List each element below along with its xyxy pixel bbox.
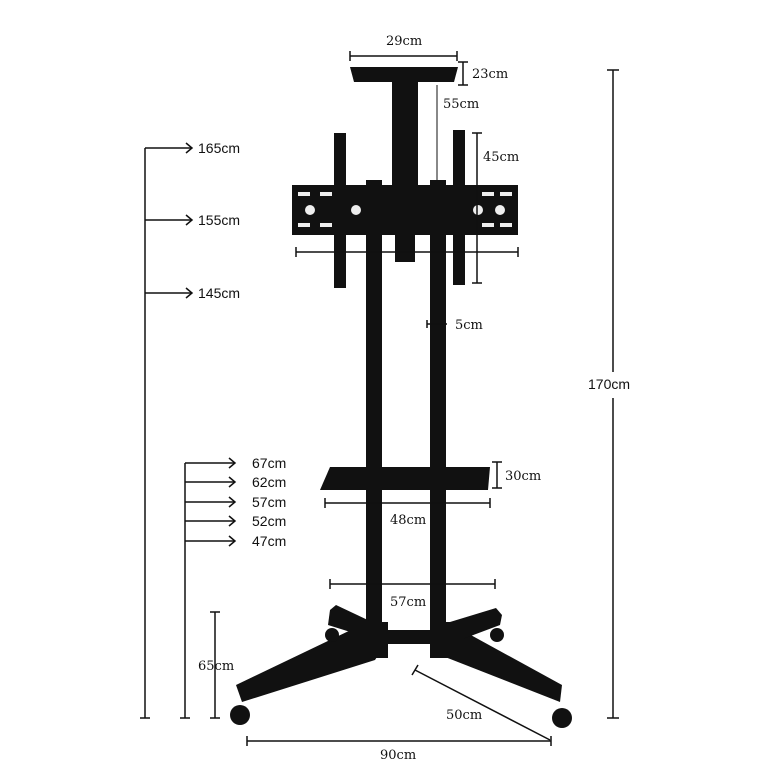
shelf-width-label: 48cm [390,513,426,528]
mount-plate-holes [298,192,512,227]
pole-width-label: 5cm [455,318,483,333]
camera-column [392,75,418,185]
tray-height-label: 23cm [472,67,508,82]
base-width-label: 90cm [380,748,416,763]
right-pole [430,180,446,645]
top-tray [350,67,458,82]
wheel-front-right [552,708,572,728]
shelf-height-57: 57cm [252,494,286,510]
mount-height-155: 155cm [198,212,240,228]
center-joint-left [350,622,388,658]
shelf [320,467,490,490]
bracket-height-label: 45cm [483,150,519,165]
center-joint-right [430,622,464,658]
base-depth-label: 65cm [198,659,234,674]
mount-height-145: 145cm [198,285,240,301]
left-vesa-bracket [334,133,346,288]
pole-spacing-label: 57cm [390,595,426,610]
shelf-depth-label: 30cm [505,469,541,484]
tv-stand [230,67,572,728]
dimension-lines [140,51,619,746]
left-pole [366,180,382,645]
shelf-height-67: 67cm [252,455,286,471]
leg-length-label: 50cm [446,708,482,723]
shelf-height-47: 47cm [252,533,286,549]
tray-width-label: 29cm [386,34,422,49]
total-height-label: 170cm [588,376,630,392]
wheel-back-left [325,628,339,642]
shelf-height-62: 62cm [252,474,286,490]
camera-column-label: 55cm [443,97,479,112]
right-vesa-bracket [453,130,465,285]
wheel-front-left [230,705,250,725]
mount-height-165: 165cm [198,140,240,156]
shelf-height-52: 52cm [252,513,286,529]
wheel-back-right [490,628,504,642]
